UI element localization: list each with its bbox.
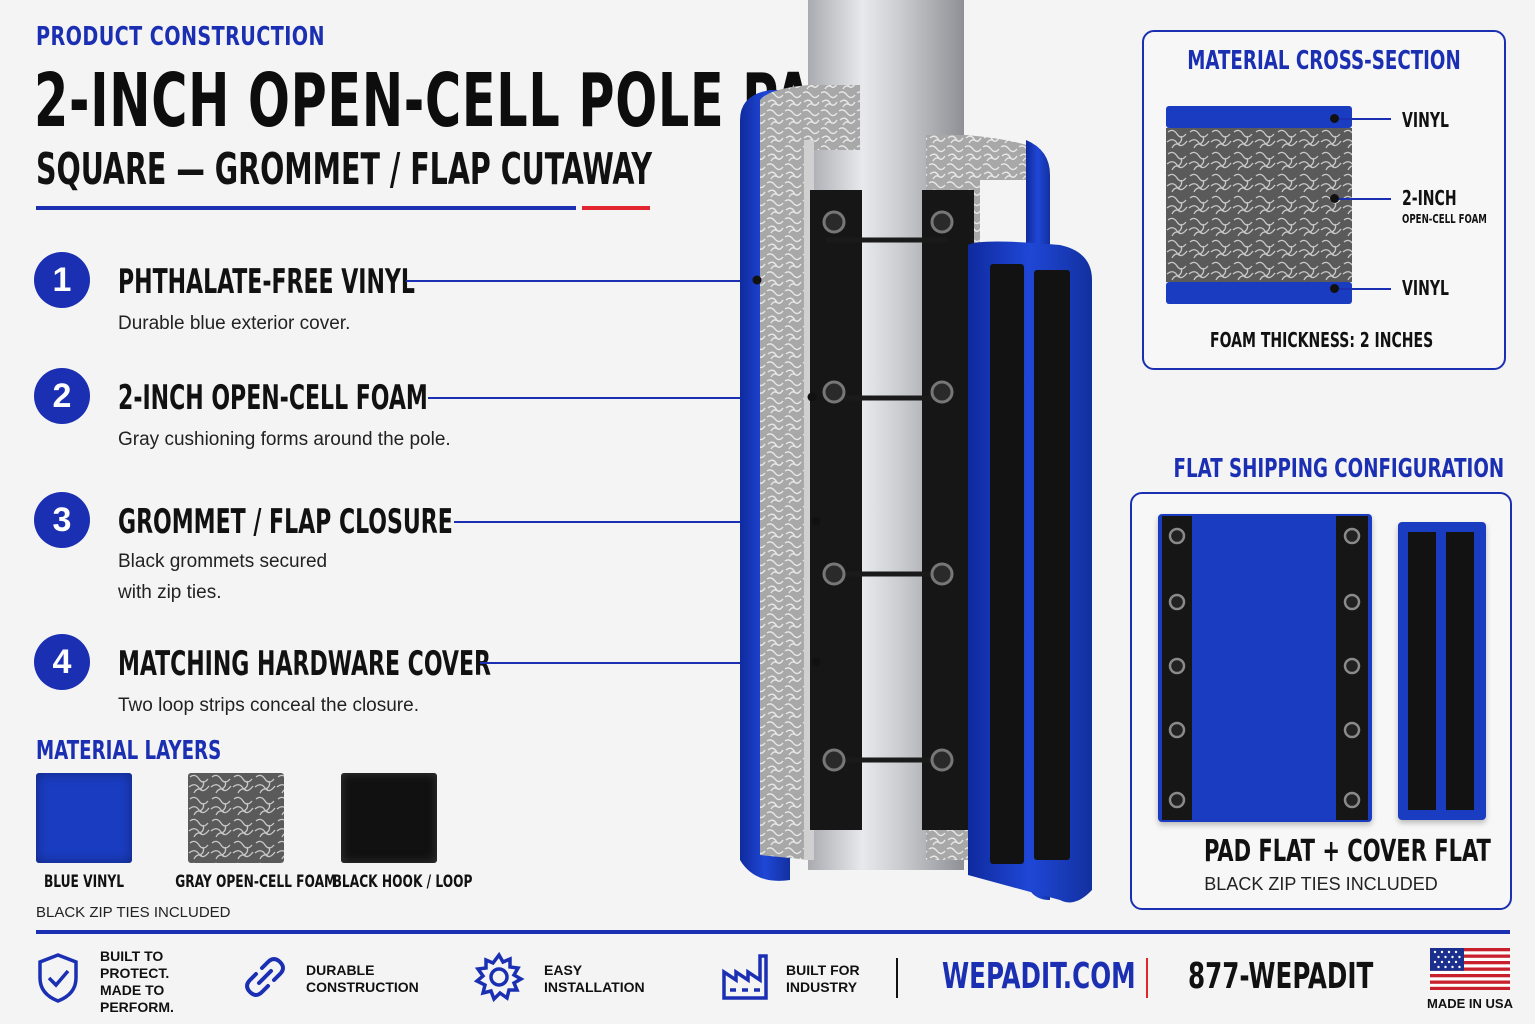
feature-title: PHTHALATE-FREE VINYL [118, 262, 415, 302]
label-vinyl-top: VINYL [1402, 108, 1449, 132]
page-subtitle: SQUARE — GROMMET / FLAP CUTAWAY [36, 144, 653, 195]
badge-text: BUILT FOR INDUSTRY [786, 962, 860, 995]
badge-durable: DURABLE CONSTRUCTION [240, 946, 440, 1016]
footer-rule [36, 930, 1510, 934]
badge-easy-install: EASY INSTALLATION [472, 946, 652, 1016]
swatch-label: BLUE VINYL [43, 872, 125, 892]
feature-desc: Durable blue exterior cover. [118, 313, 351, 334]
feature-1: 1 PHTHALATE-FREE VINYL Durable blue exte… [34, 252, 774, 342]
label-vinyl-bottom: VINYL [1402, 276, 1449, 300]
title-rule-red [582, 206, 650, 210]
cross-section-heading: MATERIAL CROSS-SECTION [1187, 46, 1461, 76]
cover-loop-strip-2 [1446, 532, 1474, 810]
hardware-cover-flap [968, 241, 1092, 903]
zip-ties-note: BLACK ZIP TIES INCLUDED [36, 904, 231, 921]
loop-strip-2 [1034, 270, 1070, 860]
feature-4: 4 MATCHING HARDWARE COVER Two loop strip… [34, 634, 834, 724]
label-foam-sub: OPEN-CELL FOAM [1402, 212, 1487, 226]
feature-number: 2 [34, 368, 90, 424]
leader-line [480, 662, 816, 664]
material-layers-heading: MATERIAL LAYERS [36, 736, 222, 766]
feature-title: 2-INCH OPEN-CELL FOAM [118, 378, 428, 418]
zip-ties [826, 237, 948, 763]
pad-flat-grommets [1168, 527, 1361, 809]
eyebrow-label: PRODUCT CONSTRUCTION [36, 22, 325, 52]
grommets [822, 210, 954, 772]
factory-icon [722, 954, 768, 1000]
swatch-label: BLACK HOOK / LOOP [332, 872, 473, 892]
feature-desc: Two loop strips conceal the closure. [118, 695, 419, 716]
badge-text: EASY INSTALLATION [544, 962, 645, 995]
black-hook-loop-swatch [341, 773, 437, 863]
vinyl-top-layer [1166, 106, 1352, 128]
badge-text: DURABLE CONSTRUCTION [306, 962, 419, 995]
feature-title: GROMMET / FLAP CLOSURE [118, 502, 453, 542]
title-rule-blue [36, 206, 576, 210]
leader-line [454, 521, 816, 523]
loop-strip-1 [990, 264, 1024, 864]
pole-pad-cutaway-illustration [740, 0, 1092, 903]
foam-thickness-label: FOAM THICKNESS: 2 INCHES [1210, 328, 1434, 352]
footer-divider [896, 958, 898, 998]
made-in-usa-label: MADE IN USA [1427, 996, 1513, 1011]
swatch-label: GRAY OPEN-CELL FOAM [175, 872, 337, 892]
feature-desc: Gray cushioning forms around the pole. [118, 429, 451, 450]
vinyl-bottom-layer [1166, 282, 1352, 304]
phone-number[interactable]: 877-WEPADIT [1188, 956, 1374, 997]
shipping-note: BLACK ZIP TIES INCLUDED [1204, 874, 1438, 894]
cross-section-panel: MATERIAL CROSS-SECTION VINYL 2-INCH OPEN… [1142, 30, 1506, 370]
shipping-panel: PAD FLAT + COVER FLAT BLACK ZIP TIES INC… [1130, 492, 1512, 910]
foam-core-layer [1166, 128, 1352, 282]
badge-text: BUILT TO PROTECT. MADE TO PERFORM. [100, 948, 174, 1015]
feature-desc-line-2: with zip ties. [118, 582, 222, 603]
shield-check-icon [38, 953, 78, 1003]
footer-divider [1146, 958, 1148, 998]
feature-number: 3 [34, 492, 90, 548]
feature-3: 3 GROMMET / FLAP CLOSURE Black grommets … [34, 492, 834, 612]
feature-title: MATCHING HARDWARE COVER [118, 644, 491, 684]
website-link[interactable]: WEPADIT.COM [942, 956, 1136, 997]
feature-number: 1 [34, 252, 90, 308]
page-title: 2-INCH OPEN-CELL POLE PAD [34, 58, 855, 144]
feature-desc-line-1: Black grommets secured [118, 551, 328, 572]
badge-industry: BUILT FOR INDUSTRY [720, 946, 890, 1016]
feature-2: 2 2-INCH OPEN-CELL FOAM Gray cushioning … [34, 368, 834, 458]
gear-icon [473, 951, 525, 1003]
badge-built-to-protect: BUILT TO PROTECT. MADE TO PERFORM. [36, 946, 216, 1016]
feature-number: 4 [34, 634, 90, 690]
us-flag-icon [1430, 948, 1510, 990]
leader-line [428, 397, 812, 399]
chain-link-icon [245, 957, 285, 997]
grommet-flap-right [922, 190, 974, 830]
shipping-caption: PAD FLAT + COVER FLAT [1204, 834, 1491, 869]
gray-foam-swatch [188, 773, 284, 863]
cover-loop-strip-1 [1408, 532, 1436, 810]
shipping-heading: FLAT SHIPPING CONFIGURATION [1173, 454, 1505, 484]
label-foam: 2-INCH [1402, 186, 1457, 210]
leader-line [406, 280, 754, 282]
grommet-flap-left [810, 190, 862, 830]
blue-vinyl-swatch [36, 773, 132, 863]
